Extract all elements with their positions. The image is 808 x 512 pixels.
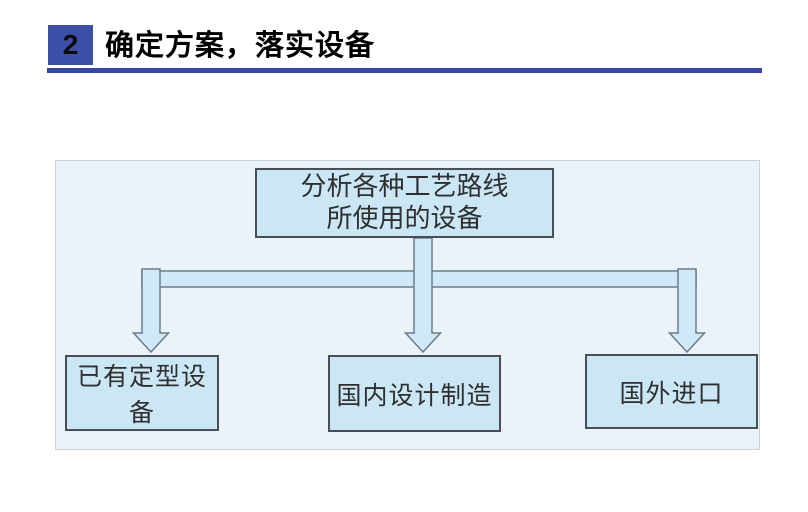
flowchart-panel: 分析各种工艺路线 所使用的设备 已有定型设备 国内设计制造 国外进口 [55, 160, 760, 450]
root-node: 分析各种工艺路线 所使用的设备 [255, 168, 554, 238]
child-node-label: 国外进口 [619, 378, 724, 408]
root-node-label-line2: 所使用的设备 [326, 204, 483, 234]
child-node-label: 国内设计制造 [336, 380, 493, 410]
root-node-label-line1: 分析各种工艺路线 [300, 172, 509, 202]
child-node-foreign-import: 国外进口 [585, 354, 758, 429]
arrow-down-right-icon [667, 268, 707, 354]
root-node-label: 分析各种工艺路线 所使用的设备 [300, 171, 508, 235]
arrow-down-middle-icon [403, 237, 443, 354]
page-title: 确定方案，落实设备 [105, 30, 376, 62]
arrow-down-left-icon [131, 268, 171, 354]
child-node-domestic-design: 国内设计制造 [328, 355, 501, 432]
child-node-label: 已有定型设备 [76, 362, 207, 427]
section-number-badge: 2 [48, 25, 93, 65]
header-divider [47, 68, 762, 73]
flowchart-arrows [131, 237, 707, 354]
child-node-existing-equipment: 已有定型设备 [65, 355, 219, 431]
section-number: 2 [62, 29, 79, 60]
